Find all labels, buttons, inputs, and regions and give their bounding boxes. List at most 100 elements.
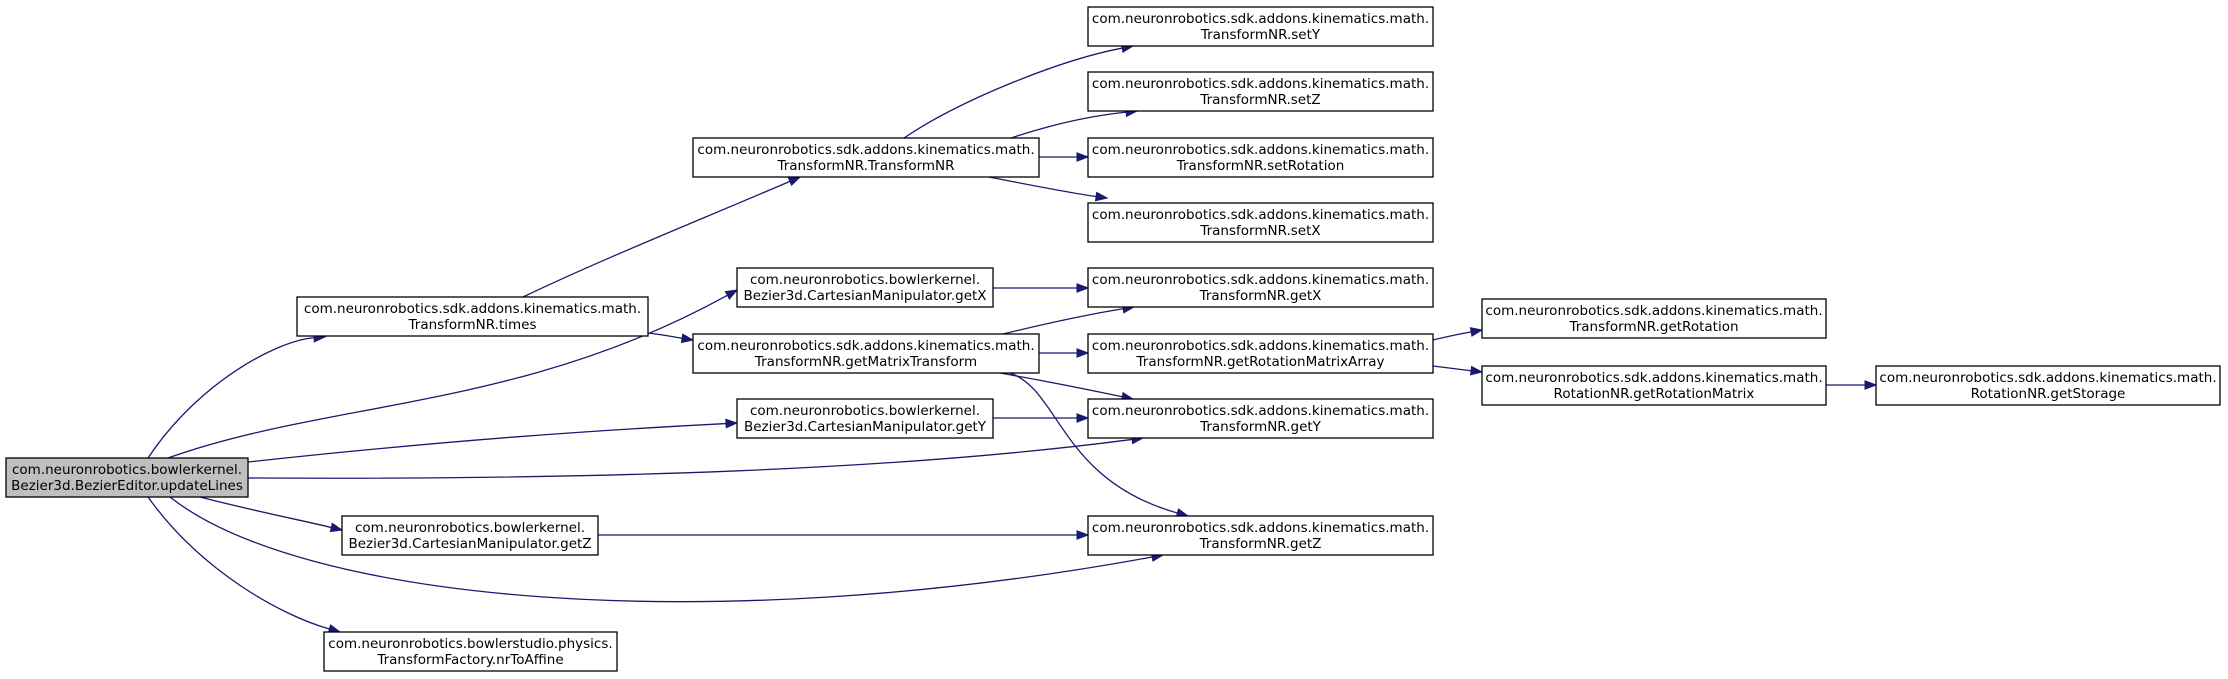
edge-line <box>1432 365 1472 372</box>
node-getRotation[interactable]: com.neuronrobotics.sdk.addons.kinematics… <box>1481 298 1827 339</box>
node-setX[interactable]: com.neuronrobotics.sdk.addons.kinematics… <box>1087 202 1434 243</box>
node-label-line1: com.neuronrobotics.sdk.addons.kinematics… <box>1092 11 1429 27</box>
node-box[interactable] <box>1087 267 1434 308</box>
node-getZ[interactable]: com.neuronrobotics.sdk.addons.kinematics… <box>1087 515 1434 556</box>
node-box[interactable] <box>692 137 1040 178</box>
node-setRotation[interactable]: com.neuronrobotics.sdk.addons.kinematics… <box>1087 137 1434 178</box>
edge-line <box>1432 331 1472 341</box>
edge-arrowhead <box>725 418 739 429</box>
edge-times-to-getMatrixTransform <box>647 332 695 344</box>
node-box[interactable] <box>296 296 649 337</box>
edge-arrowhead <box>1076 530 1090 540</box>
node-label-line1: com.neuronrobotics.bowlerkernel. <box>355 520 585 536</box>
node-box[interactable] <box>323 631 618 672</box>
edge-cmGetX-to-getX <box>993 283 1090 293</box>
node-getRotationMatrix[interactable]: com.neuronrobotics.sdk.addons.kinematics… <box>1481 365 1827 406</box>
node-label-line2: RotationNR.getRotationMatrix <box>1554 386 1755 402</box>
node-label-line2: Bezier3d.CartesianManipulator.getY <box>744 419 987 435</box>
node-nrToAffine[interactable]: com.neuronrobotics.bowlerstudio.physics.… <box>323 631 618 672</box>
edge-arrowhead <box>1076 348 1090 358</box>
node-box[interactable] <box>1087 333 1434 374</box>
edge-line <box>988 176 1097 198</box>
node-box[interactable] <box>736 267 994 308</box>
node-box[interactable] <box>692 333 1040 374</box>
node-label-line1: com.neuronrobotics.sdk.addons.kinematics… <box>1092 272 1429 288</box>
node-box[interactable] <box>1087 202 1434 243</box>
node-label-line2: TransformFactory.nrToAffine <box>376 652 563 668</box>
node-box[interactable] <box>1087 515 1434 556</box>
node-label-line2: TransformNR.getRotation <box>1568 319 1738 335</box>
node-getMatrixTransform[interactable]: com.neuronrobotics.sdk.addons.kinematics… <box>692 333 1040 374</box>
node-box[interactable] <box>1087 398 1434 439</box>
node-box[interactable] <box>5 457 249 498</box>
node-label-line2: Bezier3d.CartesianManipulator.getX <box>743 288 986 304</box>
node-label-line2: TransformNR.getX <box>1199 288 1322 304</box>
edge-line <box>169 496 1153 603</box>
node-getX[interactable]: com.neuronrobotics.sdk.addons.kinematics… <box>1087 267 1434 308</box>
node-box[interactable] <box>1481 298 1827 339</box>
node-label-line1: com.neuronrobotics.sdk.addons.kinematics… <box>304 301 641 317</box>
node-times[interactable]: com.neuronrobotics.sdk.addons.kinematics… <box>296 296 649 337</box>
edges-layer <box>147 43 1878 634</box>
edge-updateLines-to-nrToAffine <box>147 496 342 634</box>
node-box[interactable] <box>1087 137 1434 178</box>
node-box[interactable] <box>736 398 994 439</box>
edge-cmGetZ-to-getZ <box>598 530 1090 540</box>
node-box[interactable] <box>341 515 599 556</box>
node-updateLines[interactable]: com.neuronrobotics.bowlerkernel.Bezier3d… <box>5 457 249 498</box>
node-transformNR[interactable]: com.neuronrobotics.sdk.addons.kinematics… <box>692 137 1040 178</box>
edge-updateLines-to-times <box>147 332 327 459</box>
node-setZ[interactable]: com.neuronrobotics.sdk.addons.kinematics… <box>1087 71 1434 112</box>
edge-line <box>522 180 791 298</box>
node-label-line1: com.neuronrobotics.sdk.addons.kinematics… <box>1879 370 2216 386</box>
node-label-line1: com.neuronrobotics.sdk.addons.kinematics… <box>697 338 1034 354</box>
node-label-line1: com.neuronrobotics.sdk.addons.kinematics… <box>1092 207 1429 223</box>
edge-arrowhead <box>329 522 344 533</box>
node-label-line2: TransformNR.setRotation <box>1176 158 1345 174</box>
node-box[interactable] <box>1087 6 1434 47</box>
edge-arrowhead <box>1076 413 1090 423</box>
node-label-line2: RotationNR.getStorage <box>1971 386 2126 402</box>
node-label-line2: Bezier3d.BezierEditor.updateLines <box>11 478 243 494</box>
node-label-line2: TransformNR.getY <box>1199 419 1322 435</box>
node-getRotationMatrixArray[interactable]: com.neuronrobotics.sdk.addons.kinematics… <box>1087 333 1434 374</box>
edge-arrowhead <box>724 289 739 300</box>
node-box[interactable] <box>1875 365 2221 406</box>
edge-line <box>247 438 1133 479</box>
edge-updateLines-to-cmGetY <box>247 418 739 463</box>
edge-line <box>199 496 332 529</box>
edge-arrowhead <box>1094 191 1109 202</box>
edge-updateLines-to-getZ <box>169 496 1165 603</box>
node-label-line1: com.neuronrobotics.sdk.addons.kinematics… <box>1092 520 1429 536</box>
node-label-line2: TransformNR.getRotationMatrixArray <box>1136 354 1385 370</box>
node-label-line1: com.neuronrobotics.bowlerkernel. <box>750 403 980 419</box>
node-label-line1: com.neuronrobotics.sdk.addons.kinematics… <box>1485 303 1822 319</box>
node-label-line2: TransformNR.setY <box>1200 27 1321 43</box>
node-label-line1: com.neuronrobotics.bowlerkernel. <box>750 272 980 288</box>
node-cmGetX[interactable]: com.neuronrobotics.bowlerkernel.Bezier3d… <box>736 267 994 308</box>
node-setY[interactable]: com.neuronrobotics.sdk.addons.kinematics… <box>1087 6 1434 47</box>
node-cmGetZ[interactable]: com.neuronrobotics.bowlerkernel.Bezier3d… <box>341 515 599 556</box>
node-label-line2: TransformNR.getMatrixTransform <box>754 354 977 370</box>
edge-line <box>247 422 727 463</box>
edge-line <box>1010 111 1127 139</box>
edge-line <box>647 332 683 339</box>
edge-line <box>147 337 315 459</box>
edge-updateLines-to-getY <box>247 434 1145 479</box>
node-label-line1: com.neuronrobotics.sdk.addons.kinematics… <box>1092 403 1429 419</box>
node-box[interactable] <box>1087 71 1434 112</box>
edge-transformNR-to-setZ <box>1010 107 1139 139</box>
edge-arrowhead <box>1076 283 1090 293</box>
edge-getMatrixTransform-to-getRotationMatrixArray <box>1039 348 1090 358</box>
edge-arrowhead <box>1470 365 1484 376</box>
node-cmGetY[interactable]: com.neuronrobotics.bowlerkernel.Bezier3d… <box>736 398 994 439</box>
edge-arrowhead <box>787 176 802 187</box>
node-getY[interactable]: com.neuronrobotics.sdk.addons.kinematics… <box>1087 398 1434 439</box>
node-label-line1: com.neuronrobotics.sdk.addons.kinematics… <box>1092 338 1429 354</box>
node-label-line1: com.neuronrobotics.bowlerstudio.physics. <box>328 636 612 652</box>
node-label-line1: com.neuronrobotics.sdk.addons.kinematics… <box>1092 76 1429 92</box>
node-getStorage[interactable]: com.neuronrobotics.sdk.addons.kinematics… <box>1875 365 2221 406</box>
node-box[interactable] <box>1481 365 1827 406</box>
edge-arrowhead <box>1864 380 1878 390</box>
